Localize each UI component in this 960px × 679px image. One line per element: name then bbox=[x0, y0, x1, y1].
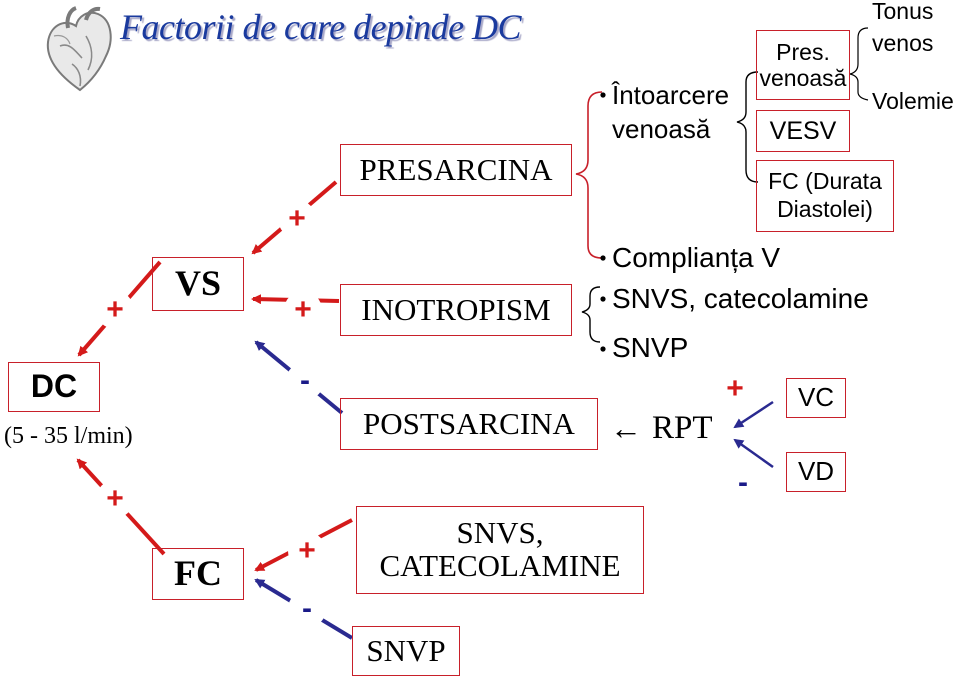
sign-fc-snvs: + bbox=[288, 532, 326, 570]
fc-durata-line1: FC (Durata bbox=[768, 168, 882, 195]
bullet-snvp bbox=[600, 346, 606, 352]
rpt-arrow: ← bbox=[610, 410, 642, 446]
fc-durata-line2: Diastolei) bbox=[777, 196, 873, 222]
tonus-venos-line2: venos bbox=[872, 30, 934, 56]
snvp-bottom-label: SNVP bbox=[366, 632, 446, 668]
snvs-catecolamine-box: SNVS, CATECOLAMINE bbox=[356, 506, 644, 594]
vd-box: VD bbox=[786, 452, 846, 492]
complianta-v: Complianța V bbox=[612, 242, 781, 273]
fc-label: FC bbox=[174, 553, 222, 594]
volemie-label: Volemie bbox=[872, 88, 954, 114]
sign-dc-vs: + bbox=[96, 291, 134, 329]
arrow-vd-to-rpt bbox=[733, 438, 774, 469]
bullet-intoarcere bbox=[600, 92, 606, 98]
vs-label: VS bbox=[174, 263, 222, 304]
sign-vs-inotropism: + bbox=[284, 291, 322, 329]
postsarcina-box: POSTSARCINA bbox=[340, 398, 598, 450]
arrow-vc-to-rpt bbox=[733, 400, 774, 429]
vc-label: VC bbox=[797, 382, 835, 413]
bullet-complianta bbox=[600, 255, 606, 261]
sign-fc-snvp: - bbox=[288, 590, 326, 628]
sign-vs-presarcina: + bbox=[278, 200, 316, 238]
snvs-catecolamine-factor: SNVS, catecolamine bbox=[612, 283, 869, 314]
slide-title: Factorii de care depinde DC bbox=[120, 7, 522, 47]
fc-durata-box: FC (Durata Diastolei) bbox=[756, 160, 894, 232]
snvp-factor: SNVP bbox=[612, 332, 689, 363]
sign-vs-postsarcina: - bbox=[286, 362, 324, 400]
heart-icon bbox=[46, 6, 112, 92]
vesv-label: VESV bbox=[769, 116, 837, 145]
fc-box: FC bbox=[152, 548, 244, 600]
pres-venoasa-line1: Pres. bbox=[776, 38, 830, 65]
presarcina-box: PRESARCINA bbox=[340, 144, 572, 196]
dc-box: DC bbox=[8, 362, 100, 412]
brace-inotropism bbox=[581, 286, 601, 343]
rpt-label: RPT bbox=[652, 410, 713, 446]
tonus-venos-line1: Tonus bbox=[872, 0, 934, 24]
vs-box: VS bbox=[152, 257, 244, 311]
snvs-catecolamine-label: SNVS, CATECOLAMINE bbox=[379, 515, 621, 583]
postsarcina-label: POSTSARCINA bbox=[363, 405, 575, 441]
vc-box: VC bbox=[786, 378, 846, 418]
pres-venoasa-line2: venoasă bbox=[759, 65, 847, 91]
dc-label: DC bbox=[30, 368, 78, 405]
pres-venoasa-box: Pres. venoasă bbox=[756, 30, 850, 100]
intoarcere-venoasa-line1: Întoarcere bbox=[612, 80, 730, 110]
inotropism-label: INOTROPISM bbox=[361, 291, 551, 327]
sign-rpt-vc: + bbox=[716, 370, 754, 408]
sign-dc-fc: + bbox=[96, 480, 134, 518]
brace-intoarcere bbox=[736, 71, 759, 183]
vesv-box: VESV bbox=[756, 110, 850, 152]
brace-presarcina bbox=[575, 91, 603, 259]
dc-range: (5 - 35 l/min) bbox=[4, 423, 133, 449]
intoarcere-venoasa-line2: venoasă bbox=[612, 114, 711, 144]
vd-label: VD bbox=[797, 456, 835, 487]
bullet-snvs-catecolamine bbox=[600, 296, 606, 302]
presarcina-label: PRESARCINA bbox=[359, 151, 553, 187]
sign-rpt-vd: - bbox=[724, 464, 762, 502]
inotropism-box: INOTROPISM bbox=[340, 284, 572, 336]
brace-pres-venoasa bbox=[849, 27, 869, 101]
snvp-box: SNVP bbox=[352, 626, 460, 676]
